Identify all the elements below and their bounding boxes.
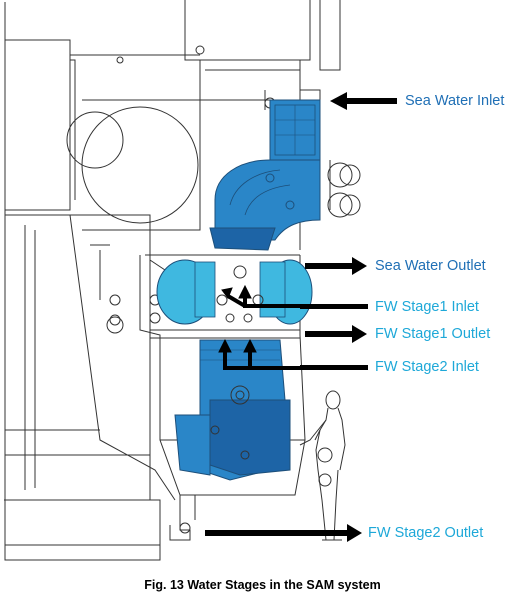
label-fw-stage1-inlet: FW Stage1 Inlet	[375, 299, 479, 315]
label-fw-stage1-outlet: FW Stage1 Outlet	[375, 326, 491, 342]
sea-water-inlet-pipe	[269, 99, 321, 161]
human-figure	[299, 390, 346, 541]
label-fw-stage2-outlet: FW Stage2 Outlet	[368, 525, 484, 541]
label-fw-stage2-inlet: FW Stage2 Inlet	[375, 359, 479, 375]
fw-stage1-chamber	[156, 259, 313, 325]
fw-stage2-chamber	[174, 339, 291, 481]
figure-caption: Fig. 13 Water Stages in the SAM system	[144, 578, 381, 592]
arrow-sea-water-inlet	[330, 92, 397, 110]
callout-arrows	[205, 92, 397, 542]
arrow-fw-stage2-outlet	[205, 524, 362, 542]
label-sea-water-outlet: Sea Water Outlet	[375, 258, 486, 274]
arrow-sea-water-outlet	[305, 257, 367, 275]
arrow-fw-stage1-outlet	[305, 325, 367, 343]
sea-water-elbow	[209, 159, 321, 251]
label-sea-water-inlet: Sea Water Inlet	[405, 93, 505, 109]
arrow-fw-stage2-inlet	[300, 365, 368, 370]
internal-flow-arrows	[218, 284, 305, 370]
arrow-fw-stage1-inlet	[300, 304, 368, 309]
